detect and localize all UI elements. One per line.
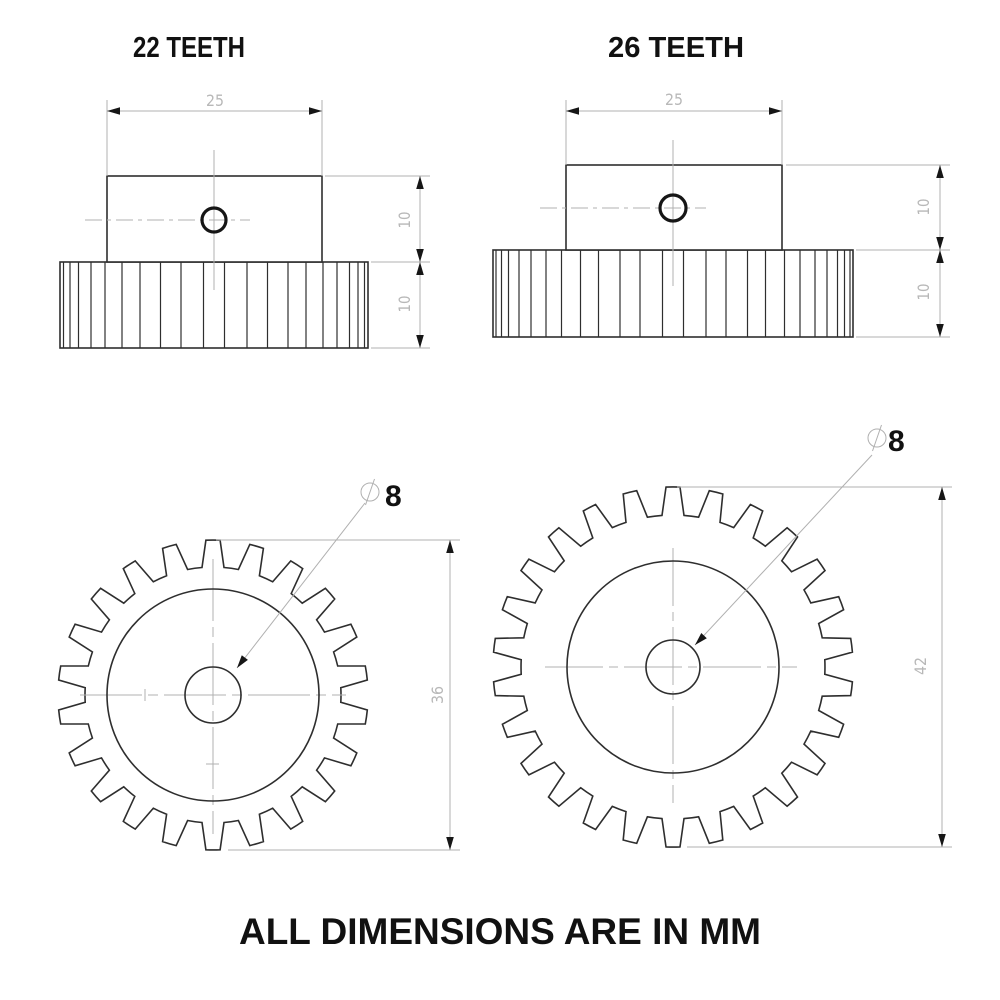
arrowhead-icon [936,250,944,263]
tooth-flank-lines-22 [62,262,366,348]
bore-hole-22 [184,666,242,724]
title-22-teeth: 22 TEETH [133,32,245,64]
dim-label-hub-width-26: 25 [665,90,683,109]
arrowhead-icon [936,324,944,337]
front-view-22: 8 36 [57,478,460,851]
arrowhead-icon [416,249,424,262]
arrowhead-icon [695,633,707,645]
arrowhead-icon [936,165,944,178]
arrowhead-icon [769,107,782,115]
bore-dim-label-22: 8 [385,480,402,513]
dim-label-outer-22: 36 [428,686,447,704]
arrowhead-icon [446,837,454,850]
bore-hole-26 [645,639,701,695]
dimension-arrowheads [107,107,946,850]
dim-label-hub-width-22: 25 [206,91,224,110]
dim-label-hub-height-26: 10 [914,199,933,216]
diameter-icon [867,428,887,448]
tooth-flank-lines-26 [495,250,851,337]
arrowhead-icon [309,107,322,115]
front-view-26: 8 42 [492,424,952,848]
setscrew-hole-26 [658,193,688,223]
side-view-22: 22 TEETH 25 10 10 [59,32,430,349]
arrowhead-icon [237,655,248,668]
dim-label-face-width-26: 10 [914,284,933,301]
units-note: ALL DIMENSIONS ARE IN MM [239,911,761,952]
arrowhead-icon [938,487,946,500]
dim-label-outer-26: 42 [911,657,930,675]
arrowhead-icon [446,540,454,553]
title-26-teeth: 26 TEETH [608,32,744,64]
arrowhead-icon [416,262,424,275]
hub-circle-22 [106,588,320,802]
dim-label-hub-height-22: 10 [395,212,414,229]
arrowhead-icon [416,176,424,189]
arrowhead-icon [938,834,946,847]
side-view-26: 26 TEETH 25 10 10 [492,32,950,338]
bore-dim-label-26: 8 [888,425,905,458]
dim-label-face-width-22: 10 [395,296,414,313]
diameter-slash [872,424,882,452]
arrowhead-icon [107,107,120,115]
diameter-slash [365,478,375,506]
arrowhead-icon [416,335,424,348]
setscrew-hole-22 [200,206,228,234]
arrowhead-icon [936,237,944,250]
leader-line-22 [236,502,366,669]
hub-circle-26 [566,560,780,774]
arrowhead-icon [566,107,579,115]
diameter-icon [360,482,380,502]
